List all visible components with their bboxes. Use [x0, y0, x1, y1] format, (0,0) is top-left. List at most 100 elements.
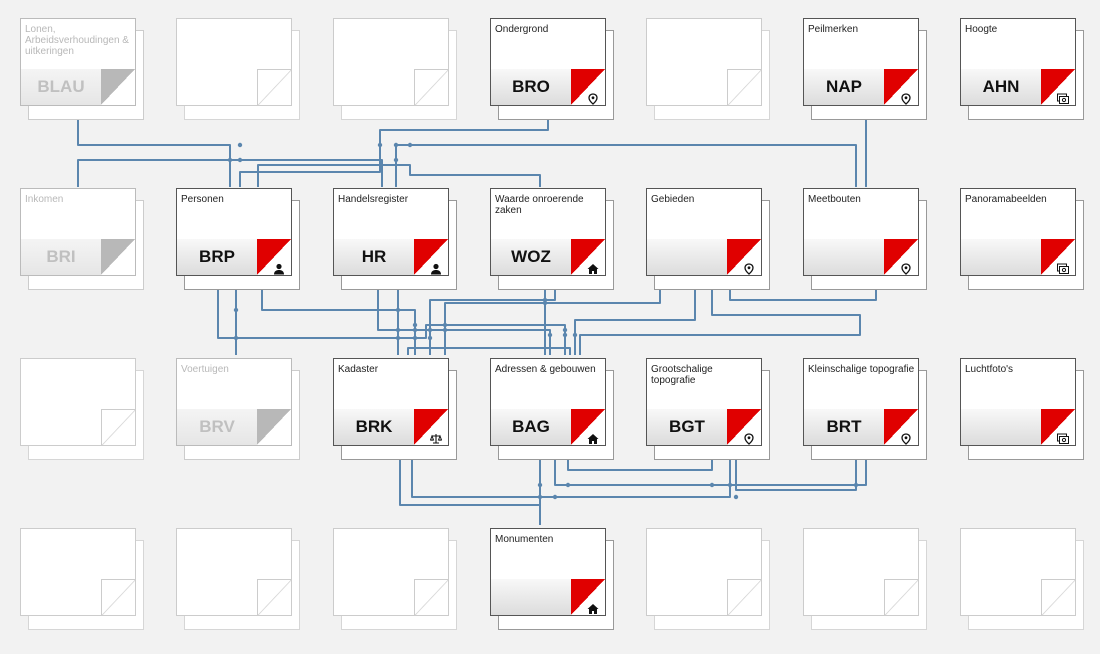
- register-label: Luchtfoto's: [965, 364, 1014, 375]
- connector-junction: [537, 482, 543, 488]
- card-face: [20, 358, 136, 446]
- page-curl-icon: [414, 579, 448, 615]
- scales-icon: [429, 432, 443, 444]
- connector-line: [729, 288, 877, 301]
- register-label: Panoramabeelden: [965, 194, 1047, 205]
- connector-junction: [395, 307, 401, 313]
- register-label: Grootschalige topografie: [651, 364, 713, 386]
- photos-icon: [1057, 262, 1069, 274]
- connector-junction: [709, 482, 715, 488]
- connector-junction: [393, 157, 399, 163]
- corner-flag: [257, 239, 291, 275]
- connector-line: [377, 288, 551, 355]
- page-curl-icon: [884, 579, 918, 615]
- connector-junction: [733, 494, 739, 500]
- page-curl-icon: [1041, 579, 1075, 615]
- location-pin-icon: [900, 432, 912, 445]
- card-face: [176, 18, 292, 106]
- connector-junction: [407, 142, 413, 148]
- connector-line: [395, 144, 857, 187]
- card-face: [960, 528, 1076, 616]
- location-pin-icon: [900, 92, 912, 105]
- connector-junction: [227, 157, 233, 163]
- register-label: Peilmerken: [808, 24, 859, 35]
- register-code: BRV: [199, 417, 235, 436]
- card-face: [646, 528, 762, 616]
- connector-junction: [547, 332, 553, 338]
- connector-junction: [537, 494, 543, 500]
- corner-flag: [414, 239, 448, 275]
- card-face: Lonen, Arbeidsverhoudingen & uitkeringen…: [20, 18, 136, 106]
- card-face: Gebieden: [646, 188, 762, 276]
- register-label: Kadaster: [338, 364, 379, 375]
- person-icon: [430, 262, 442, 275]
- person-icon: [273, 262, 285, 275]
- register-card-gebieden[interactable]: Gebieden: [646, 188, 770, 290]
- house-icon: [587, 432, 599, 444]
- card-face: [646, 18, 762, 106]
- register-card-luchtfotos[interactable]: Luchtfoto's: [960, 358, 1084, 460]
- card-face: Panoramabeelden: [960, 188, 1076, 276]
- corner-flag: [884, 409, 918, 445]
- connector-junction: [233, 307, 239, 313]
- connector-junction: [395, 335, 401, 341]
- register-code: BLAU: [37, 77, 85, 96]
- register-label: Adressen & gebouwen: [495, 364, 596, 375]
- register-label: Waarde onroerende zaken: [495, 194, 584, 216]
- register-card-panorama[interactable]: Panoramabeelden: [960, 188, 1084, 290]
- connector-line: [399, 457, 541, 525]
- connector-junction: [412, 335, 418, 341]
- connector-junction: [427, 327, 433, 333]
- connector-line: [574, 288, 696, 355]
- register-card-blau: Lonen, Arbeidsverhoudingen & uitkeringen…: [20, 18, 144, 120]
- location-pin-icon: [743, 262, 755, 275]
- page-curl-icon: [101, 579, 135, 615]
- register-code: BRP: [199, 247, 235, 266]
- register-card-meetbouten[interactable]: Meetbouten: [803, 188, 927, 290]
- register-code: BRT: [826, 417, 862, 436]
- connector-junction: [542, 300, 548, 306]
- connector-junction: [412, 322, 418, 328]
- card-face: [333, 528, 449, 616]
- register-label: Inkomen: [25, 194, 64, 205]
- connector-junction: [237, 157, 243, 163]
- connector-junction: [393, 142, 399, 148]
- location-pin-icon: [587, 92, 599, 105]
- empty-register-card: [176, 18, 300, 120]
- page-curl-icon: [414, 69, 448, 105]
- connector-line: [411, 457, 731, 498]
- register-card-monumenten[interactable]: Monumenten: [490, 528, 614, 630]
- corner-flag: [257, 409, 291, 445]
- connector-junction: [442, 322, 448, 328]
- register-label: Meetbouten: [808, 194, 861, 205]
- empty-register-card: [646, 18, 770, 120]
- card-face: Meetbouten: [803, 188, 919, 276]
- register-code: BRK: [355, 417, 393, 436]
- register-label: Ondergrond: [495, 24, 549, 35]
- empty-register-card: [176, 528, 300, 630]
- connector-line: [567, 457, 713, 471]
- corner-flag: [884, 239, 918, 275]
- card-face: [333, 18, 449, 106]
- register-label: Personen: [181, 194, 224, 205]
- connector-junction: [412, 327, 418, 333]
- register-label: Kleinschalige topografie: [808, 364, 915, 375]
- register-code: WOZ: [511, 247, 551, 266]
